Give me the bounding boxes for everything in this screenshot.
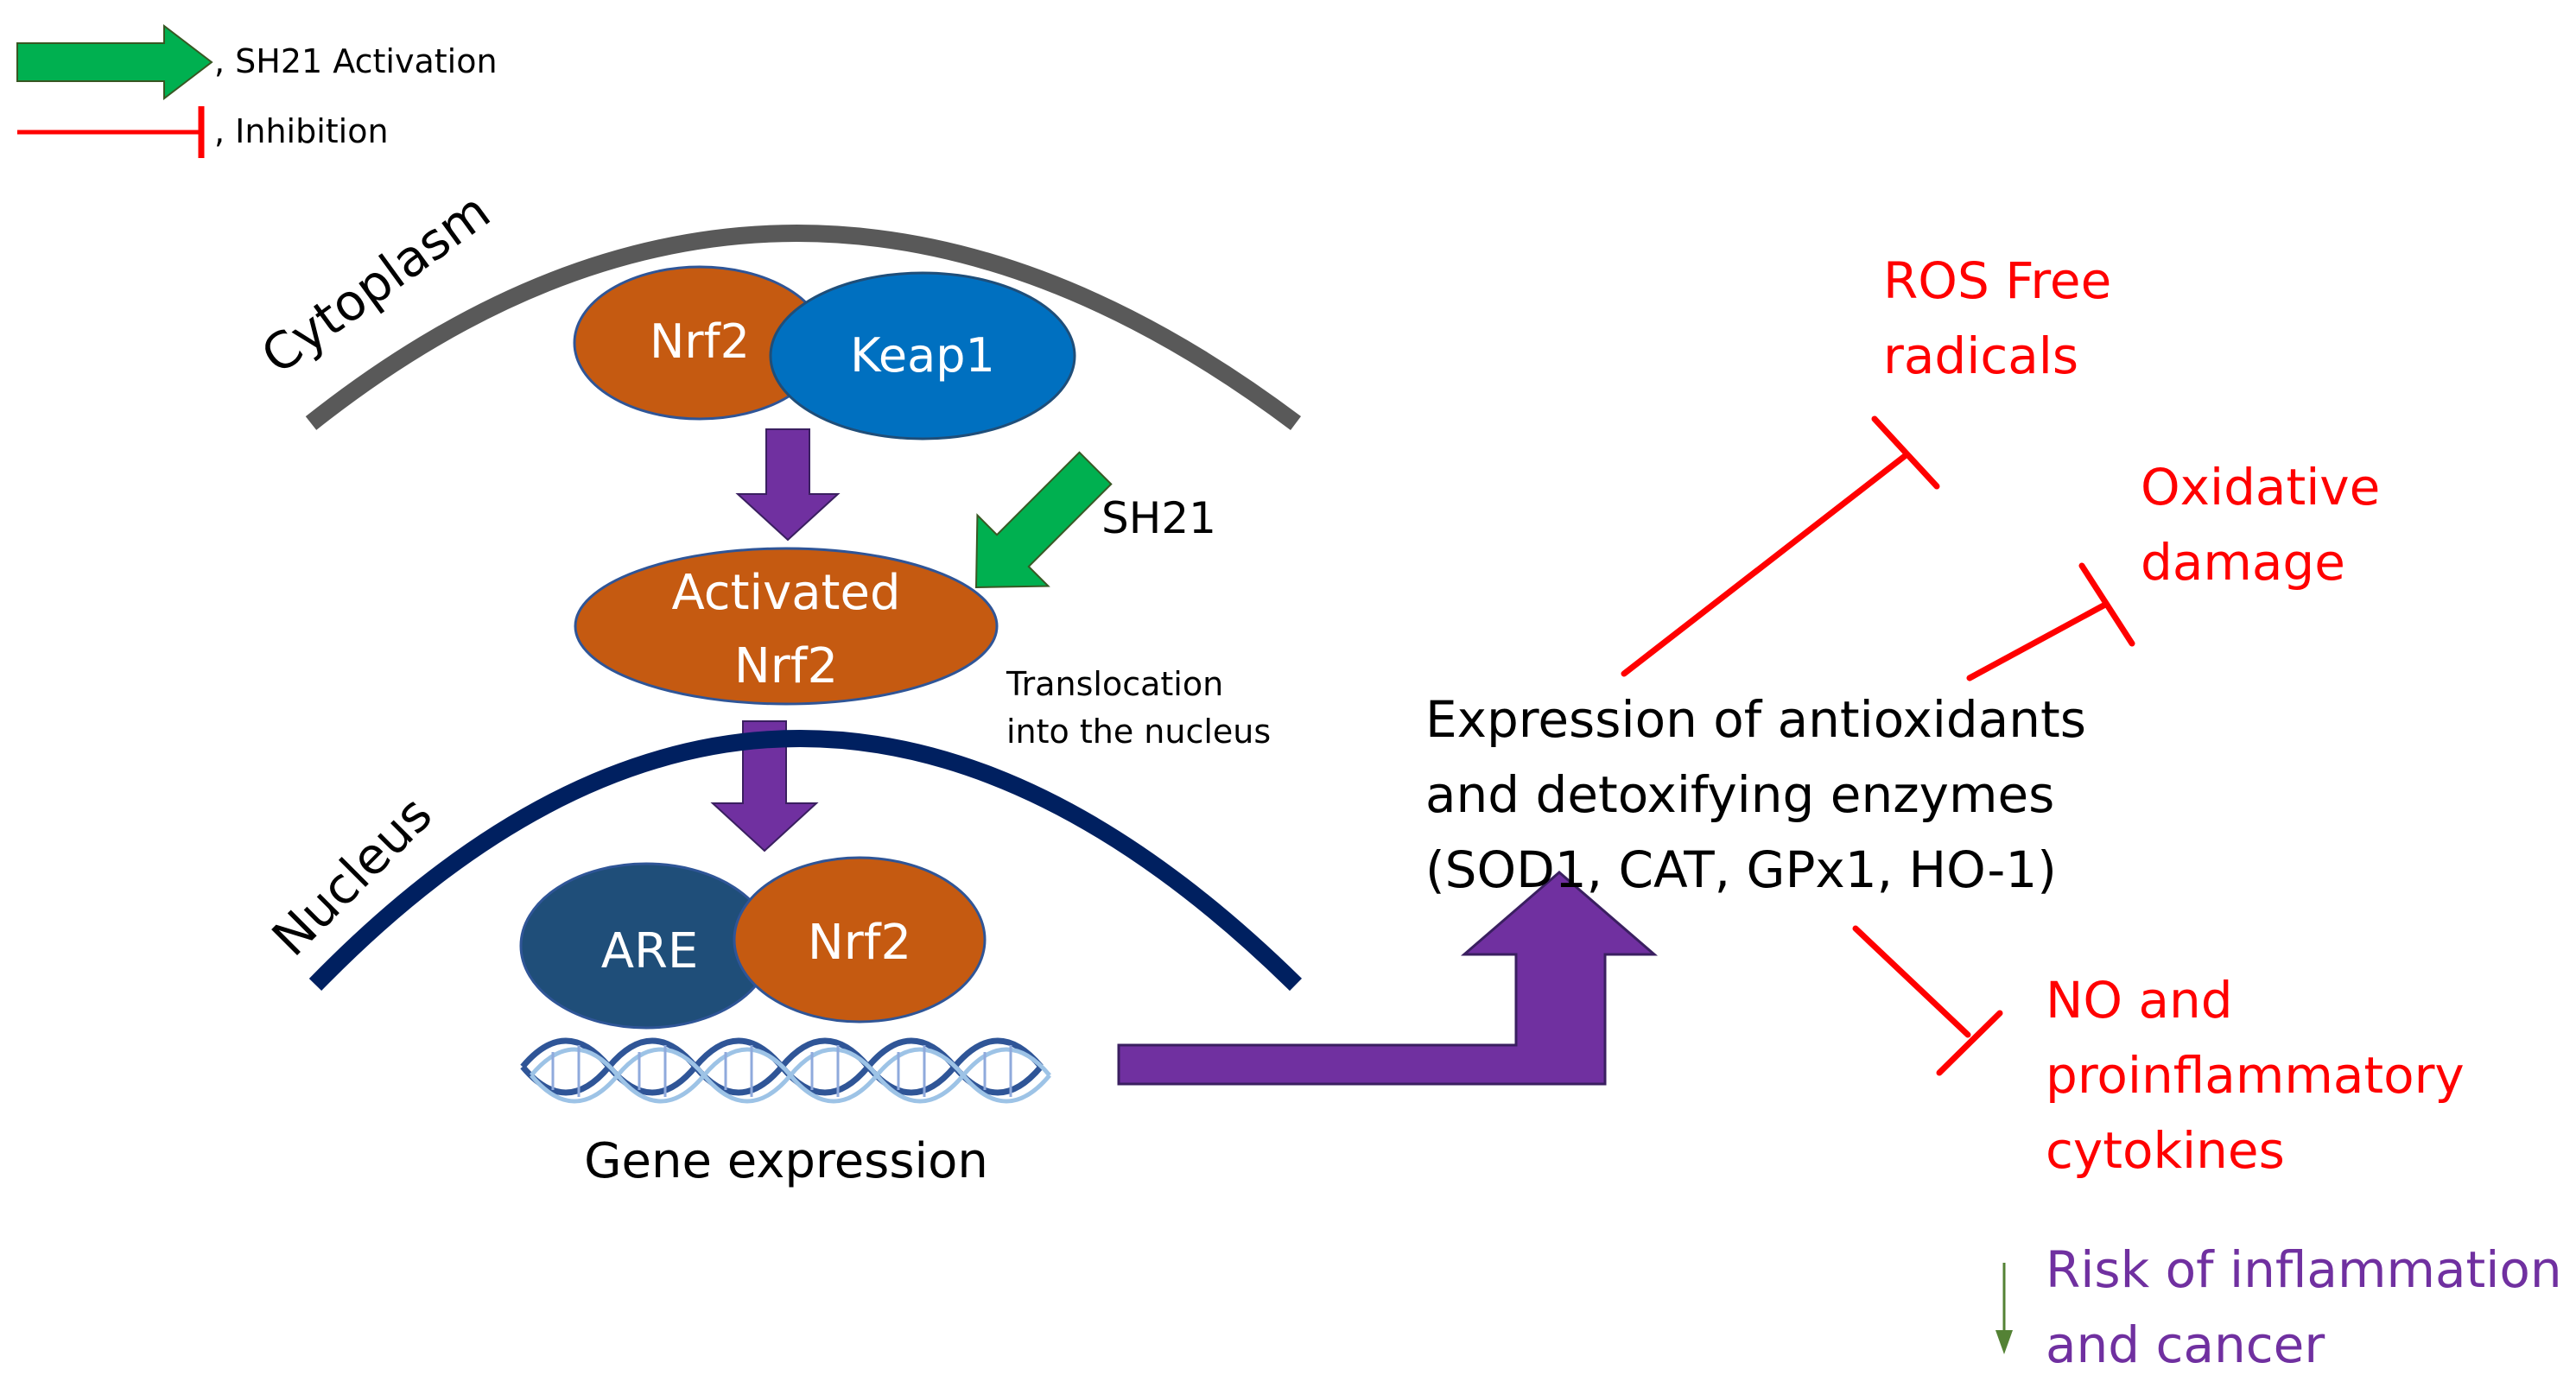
no-label-line3: cytokines [2046, 1121, 2285, 1180]
dna-helix-icon [520, 1037, 1051, 1104]
activated-nrf2-label-line2: Nrf2 [734, 638, 838, 694]
legend-inhibition-symbol [17, 106, 205, 158]
legend: , SH21 Activation , Inhibition [16, 23, 498, 158]
translocation-label-line2: into the nucleus [1006, 713, 1271, 751]
no-label-line1: NO and [2046, 971, 2233, 1030]
nrf2-nucleus-node [733, 856, 987, 1024]
expression-line2: and detoxifying enzymes [1425, 765, 2054, 824]
keap1-label: Keap1 [850, 328, 995, 383]
inhibition-to-no-cytokines [1852, 925, 2003, 1076]
ros-label-line2: radicals [1883, 326, 2078, 385]
keap1-node [769, 271, 1076, 440]
inhibition-to-ros [1621, 415, 1940, 677]
nrf2-cytoplasm-label: Nrf2 [650, 314, 750, 369]
ros-label-line1: ROS Free [1883, 251, 2111, 310]
oxidative-label-line1: Oxidative [2141, 458, 2380, 517]
nucleus-membrane [308, 730, 1303, 992]
nrf2-nucleus-label: Nrf2 [808, 915, 911, 971]
flow-arrow-to-activated [735, 428, 841, 542]
legend-activation-arrow [16, 23, 213, 101]
flow-arrow-to-expression [1117, 871, 1659, 1086]
are-label: ARE [601, 923, 699, 979]
cytoplasm-membrane [305, 225, 1302, 430]
cytoplasm-label: Cytoplasm [251, 181, 500, 385]
decrease-arrow-icon [1995, 1263, 2013, 1354]
outcome-line2: and cancer [2046, 1315, 2325, 1374]
inhibition-to-oxidative-damage [1966, 562, 2135, 681]
translocation-label-line1: Translocation [1006, 665, 1223, 703]
sh21-activation-arrow [974, 451, 1113, 589]
activated-nrf2-node [574, 547, 999, 706]
no-label-line2: proinflammatory [2046, 1046, 2465, 1105]
legend-activation-label: , SH21 Activation [214, 42, 498, 80]
outcome-line1: Risk of inflammation [2046, 1240, 2562, 1299]
expression-line1: Expression of antioxidants [1425, 690, 2086, 749]
sh21-label: SH21 [1101, 493, 1216, 543]
legend-inhibition-label: , Inhibition [214, 112, 389, 150]
expression-line3: (SOD1, CAT, GPx1, HO-1) [1425, 840, 2057, 899]
oxidative-label-line2: damage [2141, 533, 2345, 592]
activated-nrf2-label-line1: Activated [671, 565, 900, 621]
gene-expression-label: Gene expression [584, 1133, 988, 1189]
